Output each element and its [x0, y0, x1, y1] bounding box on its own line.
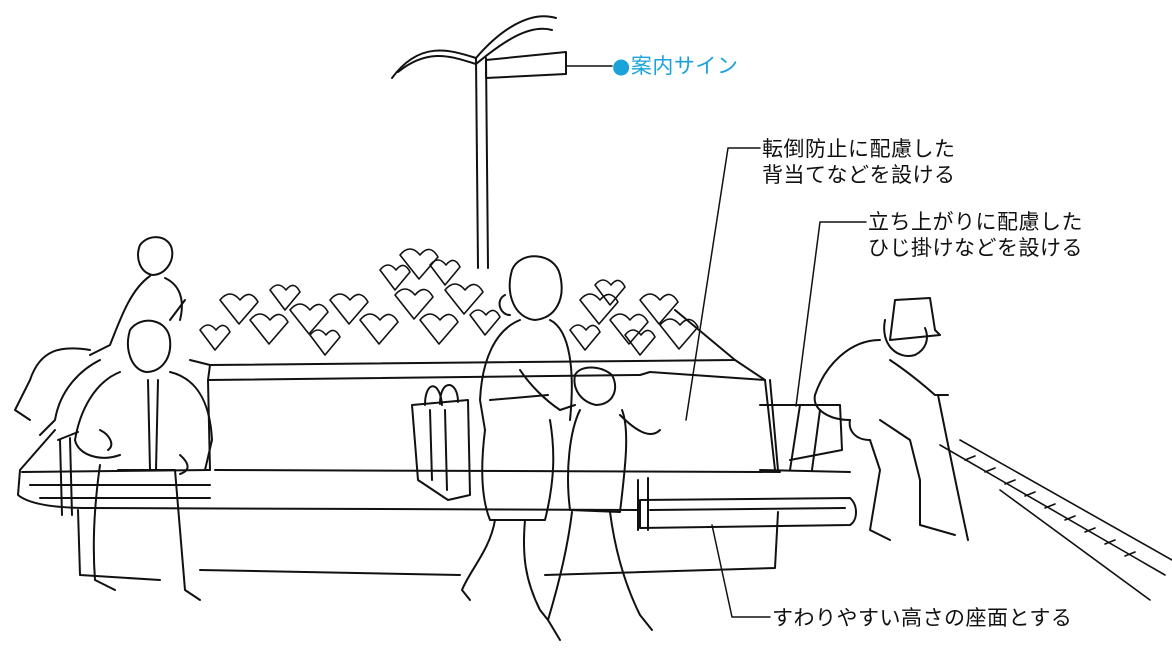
paving-stripes: [939, 439, 1172, 601]
planter-foliage: [199, 248, 699, 356]
seat-note: すわりやすい高さの座面とする: [772, 606, 1073, 630]
person-elderly-man: [813, 297, 969, 541]
leader-backrest: [685, 147, 761, 421]
leader-armrest: [795, 221, 867, 407]
bench: [17, 404, 857, 581]
person-seated-man: [74, 319, 213, 601]
person-reclining-man: [14, 236, 186, 436]
backrest-note-line1: 転倒防止に配慮した: [762, 137, 956, 161]
person-child: [519, 366, 661, 641]
armrest-note-line2: ひじ掛けなどを設ける: [868, 236, 1083, 260]
armrest-note-line1: 立ち上がりに配慮した: [868, 210, 1083, 234]
leader-seat: [711, 524, 771, 618]
bench-armrest-left: [57, 431, 79, 516]
backrest-note-line2: 背当てなどを設ける: [762, 163, 956, 187]
person-woman: [461, 255, 573, 621]
shopping-bag: [411, 384, 471, 501]
planter-box: [189, 309, 781, 473]
backrest-note: 転倒防止に配慮した 背当てなどを設ける: [762, 136, 956, 188]
sign-label: ●案内サイン: [612, 54, 739, 78]
guide-sign-flag: [391, 15, 567, 269]
armrest-note: 立ち上がりに配慮した ひじ掛けなどを設ける: [868, 209, 1083, 261]
